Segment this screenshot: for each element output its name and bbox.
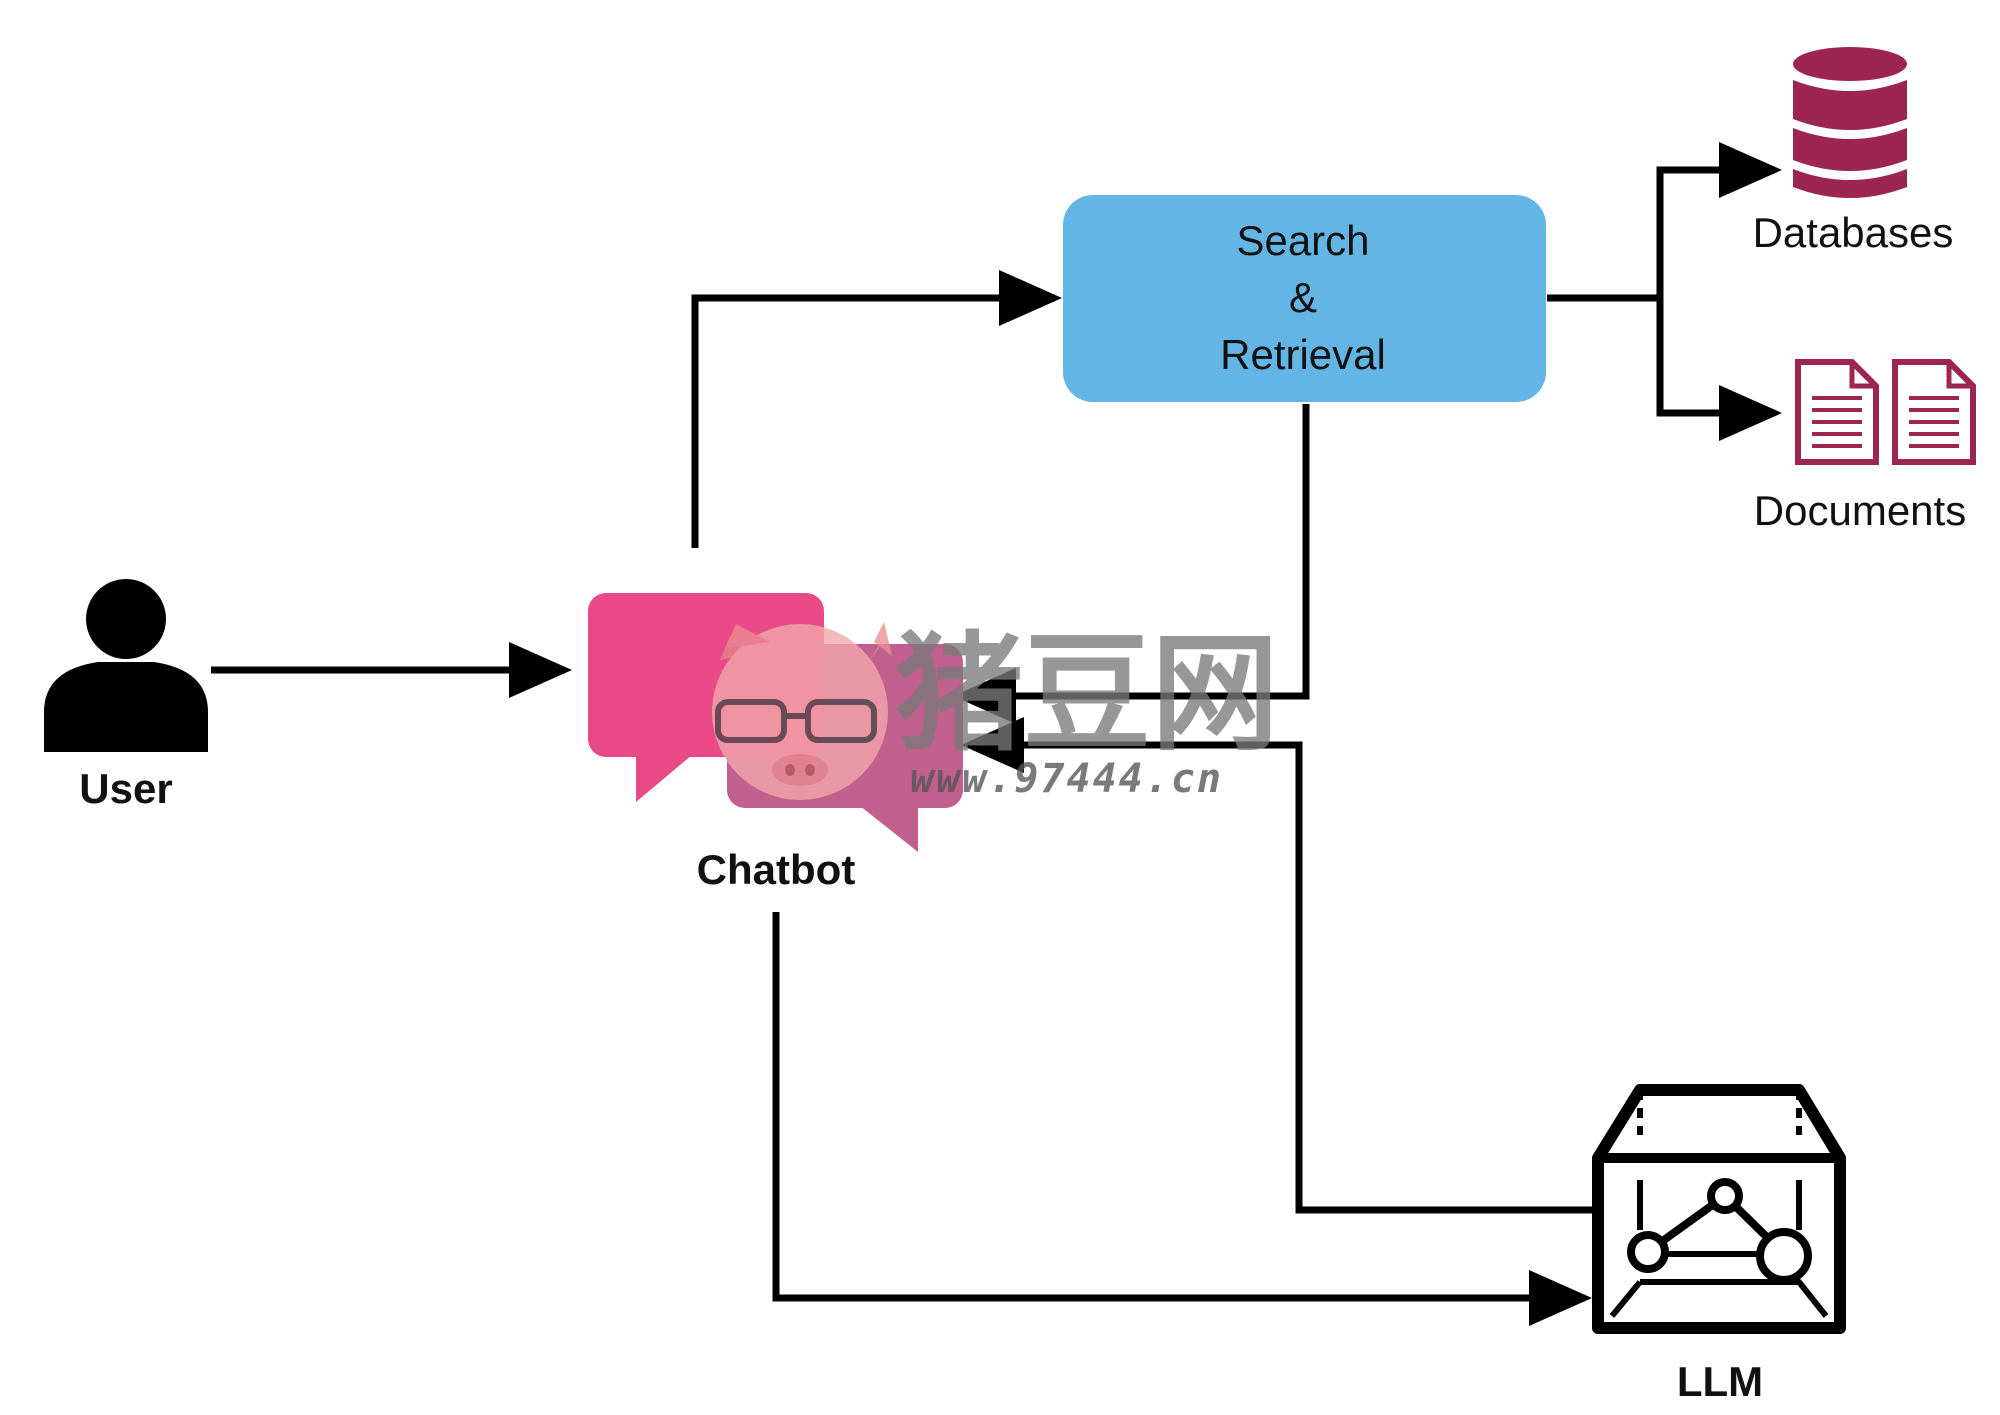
- search-label-line-2: &: [1289, 274, 1317, 321]
- search-retrieval-box: [1063, 195, 1546, 402]
- pig-mascot-icon: [712, 622, 892, 800]
- user-silhouette-icon: [44, 579, 208, 752]
- arrow-chatbot-to-llm: [772, 912, 1592, 1326]
- arrow-search-to-chatbot: [953, 404, 1310, 724]
- connectors: [211, 142, 1782, 1326]
- documents-node[interactable]: Documents: [1754, 359, 1976, 534]
- database-icon: [1793, 47, 1907, 198]
- arrow-llm-to-chatbot: [961, 717, 1592, 1214]
- watermark-brand: 猪豆网: [895, 620, 1279, 769]
- documents-label: Documents: [1754, 487, 1966, 534]
- watermark: 猪豆网 www.97444.cn: [712, 620, 1279, 802]
- document-icon: [1795, 359, 1879, 465]
- arrow-branch-to-databases: [1656, 142, 1782, 298]
- arrow-chatbot-to-search: [691, 270, 1062, 548]
- document-icon: [1892, 359, 1976, 465]
- search-retrieval-node[interactable]: Search & Retrieval: [1063, 195, 1546, 402]
- llm-node[interactable]: LLM: [1592, 1084, 1846, 1405]
- search-label-line-1: Search: [1236, 217, 1369, 264]
- user-node[interactable]: User: [44, 579, 208, 812]
- arrow-branch-to-documents: [1656, 298, 1782, 441]
- watermark-url: www.97444.cn: [910, 756, 1223, 802]
- search-label-line-3: Retrieval: [1220, 331, 1386, 378]
- llm-box-icon: [1592, 1084, 1846, 1334]
- chatbot-label: Chatbot: [697, 846, 856, 893]
- llm-label: LLM: [1677, 1358, 1763, 1405]
- user-label: User: [79, 765, 172, 812]
- databases-node[interactable]: Databases: [1753, 47, 1954, 256]
- databases-label: Databases: [1753, 209, 1954, 256]
